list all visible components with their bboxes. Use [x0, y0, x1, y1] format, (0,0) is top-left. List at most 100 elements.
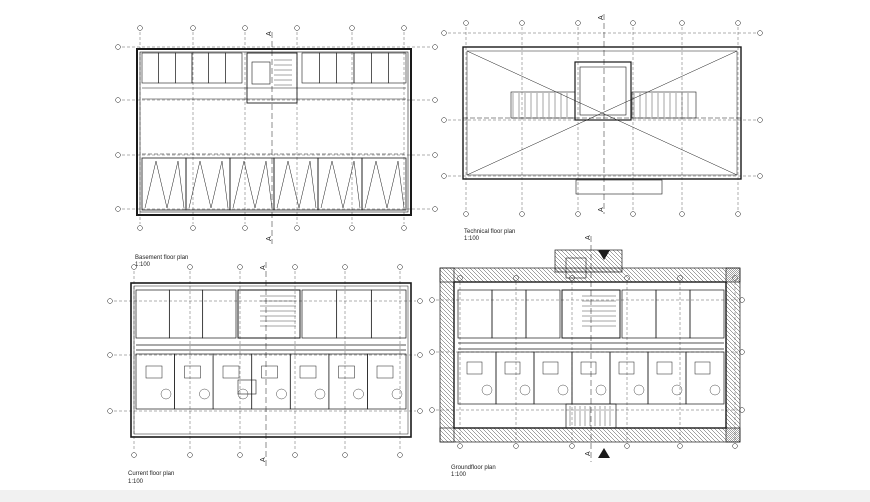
grid-bubble — [630, 211, 636, 217]
section-mark-label: A — [266, 236, 273, 241]
grid-bubble — [624, 443, 630, 449]
grid-bubble — [137, 25, 143, 31]
grid-bubble — [677, 275, 683, 281]
grid-bubble — [401, 225, 407, 231]
furniture-mark — [519, 384, 531, 396]
grid-bubble — [575, 211, 581, 217]
grid-bubble — [131, 452, 137, 458]
furniture-mark — [709, 384, 721, 396]
basement-plan: AA — [115, 25, 438, 244]
grid-bubble — [630, 20, 636, 26]
grid-bubble — [342, 264, 348, 270]
grid-bubble — [513, 443, 519, 449]
grid-bubble — [441, 30, 447, 36]
ground-plan: AA — [429, 235, 745, 462]
furniture-mark — [481, 384, 493, 396]
grid-bubble — [463, 20, 469, 26]
section-mark-label: A — [266, 31, 273, 36]
current-plan-scale: 1:100 — [128, 479, 144, 485]
section-mark-label: A — [585, 451, 592, 456]
grid-bubble — [137, 225, 143, 231]
grid-bubble — [397, 452, 403, 458]
current-plan-title: Current floor plan — [128, 471, 175, 477]
grid-bubble — [432, 206, 438, 212]
grid-bubble — [131, 264, 137, 270]
ground-plan-title: Groundfloor plan — [451, 465, 496, 471]
grid-bubble — [417, 298, 423, 304]
grid-bubble — [519, 211, 525, 217]
grid-bubble — [115, 44, 121, 50]
furniture-mark — [557, 384, 569, 396]
grid-bubble — [441, 117, 447, 123]
footer-strip — [0, 490, 870, 502]
grid-bubble — [429, 349, 435, 355]
grid-bubble — [115, 206, 121, 212]
grid-bubble — [739, 407, 745, 413]
grid-bubble — [349, 25, 355, 31]
furniture-mark — [633, 384, 645, 396]
grid-bubble — [732, 275, 738, 281]
grid-bubble — [242, 25, 248, 31]
ground-plan-scale: 1:100 — [451, 472, 467, 478]
grid-bubble — [757, 30, 763, 36]
furniture-mark — [314, 388, 326, 400]
wall-hatch — [726, 268, 740, 442]
grid-bubble — [237, 452, 243, 458]
grid-bubble — [429, 407, 435, 413]
grid-bubble — [107, 352, 113, 358]
parking-bay-mark — [144, 160, 185, 209]
grid-bubble — [575, 20, 581, 26]
grid-bubble — [432, 44, 438, 50]
grid-bubble — [190, 25, 196, 31]
grid-bubble — [432, 97, 438, 103]
basement-plan-title: Basement floor plan — [135, 255, 189, 261]
grid-bubble — [292, 452, 298, 458]
grid-bubble — [294, 225, 300, 231]
grid-bubble — [735, 211, 741, 217]
wall-hatch — [440, 268, 740, 282]
grid-bubble — [237, 264, 243, 270]
section-arrow-bottom — [598, 448, 610, 458]
furniture-mark — [391, 388, 403, 400]
section-mark-label: A — [598, 15, 605, 20]
grid-bubble — [294, 25, 300, 31]
grid-bubble — [187, 452, 193, 458]
grid-bubble — [457, 443, 463, 449]
grid-bubble — [432, 152, 438, 158]
grid-bubble — [441, 173, 447, 179]
grid-bubble — [417, 408, 423, 414]
grid-bubble — [679, 20, 685, 26]
basement-plan-scale: 1:100 — [135, 262, 151, 268]
grid-bubble — [349, 225, 355, 231]
grid-bubble — [190, 225, 196, 231]
grid-bubble — [187, 264, 193, 270]
section-mark-label: A — [598, 207, 605, 212]
grid-bubble — [242, 225, 248, 231]
grid-bubble — [757, 117, 763, 123]
section-mark-label: A — [585, 235, 592, 240]
grid-bubble — [735, 20, 741, 26]
grid-bubble — [757, 173, 763, 179]
grid-bubble — [417, 352, 423, 358]
furniture-mark — [160, 388, 172, 400]
grid-bubble — [457, 275, 463, 281]
grid-bubble — [519, 20, 525, 26]
furniture-mark — [595, 384, 607, 396]
parking-bay-mark — [364, 160, 405, 209]
section-mark-label: A — [260, 457, 267, 462]
furniture-mark — [671, 384, 683, 396]
wall-hatch — [440, 428, 740, 442]
grid-bubble — [624, 275, 630, 281]
grid-bubble — [115, 152, 121, 158]
parking-bay-mark — [188, 160, 229, 209]
grid-bubble — [739, 297, 745, 303]
technical-plan-title: Technical floor plan — [464, 229, 516, 235]
grid-bubble — [342, 452, 348, 458]
grid-bubble — [401, 25, 407, 31]
technical-plan-scale: 1:100 — [464, 236, 480, 242]
grid-bubble — [732, 443, 738, 449]
grid-bubble — [513, 275, 519, 281]
grid-bubble — [739, 349, 745, 355]
grid-bubble — [397, 264, 403, 270]
